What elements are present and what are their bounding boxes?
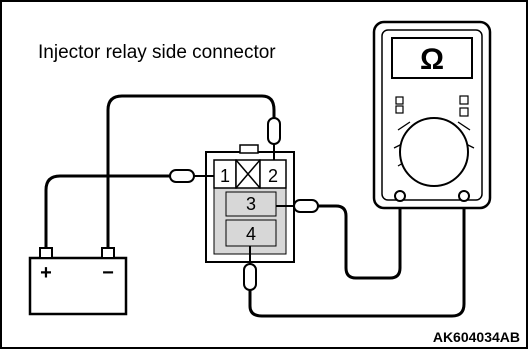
meter-button-left (395, 96, 404, 114)
probe-pin4 (243, 246, 257, 291)
battery-plus-label: + (40, 262, 52, 284)
wire-battery-minus-to-pin2 (106, 94, 276, 254)
meter-jack-left (394, 190, 406, 202)
ohmmeter: Ω (372, 20, 492, 210)
pin-1-label: 1 (220, 166, 230, 186)
diagram-caption: Injector relay side connector (38, 42, 276, 63)
probe-pin3 (276, 199, 319, 213)
wire-battery-plus-to-pin1 (44, 174, 172, 254)
pin-2-label: 2 (268, 166, 278, 186)
relay-side-connector: 1 2 3 4 (205, 144, 295, 263)
meter-button-right-top (459, 95, 469, 105)
battery: + − (28, 247, 128, 316)
battery-minus-label: − (102, 262, 114, 284)
wire-pin4-to-meter (248, 194, 466, 318)
probe-pin2 (267, 117, 281, 160)
meter-dial (399, 117, 469, 187)
pin-4-label: 4 (246, 224, 256, 244)
probe-pin1 (169, 169, 214, 183)
meter-jack-right (458, 190, 470, 202)
pin-3-label: 3 (246, 194, 256, 214)
meter-button-right-bottom (459, 107, 469, 117)
ohm-symbol: Ω (420, 43, 444, 76)
wire-pin3-to-meter (316, 194, 402, 280)
figure-code: AK604034AB (432, 329, 520, 345)
